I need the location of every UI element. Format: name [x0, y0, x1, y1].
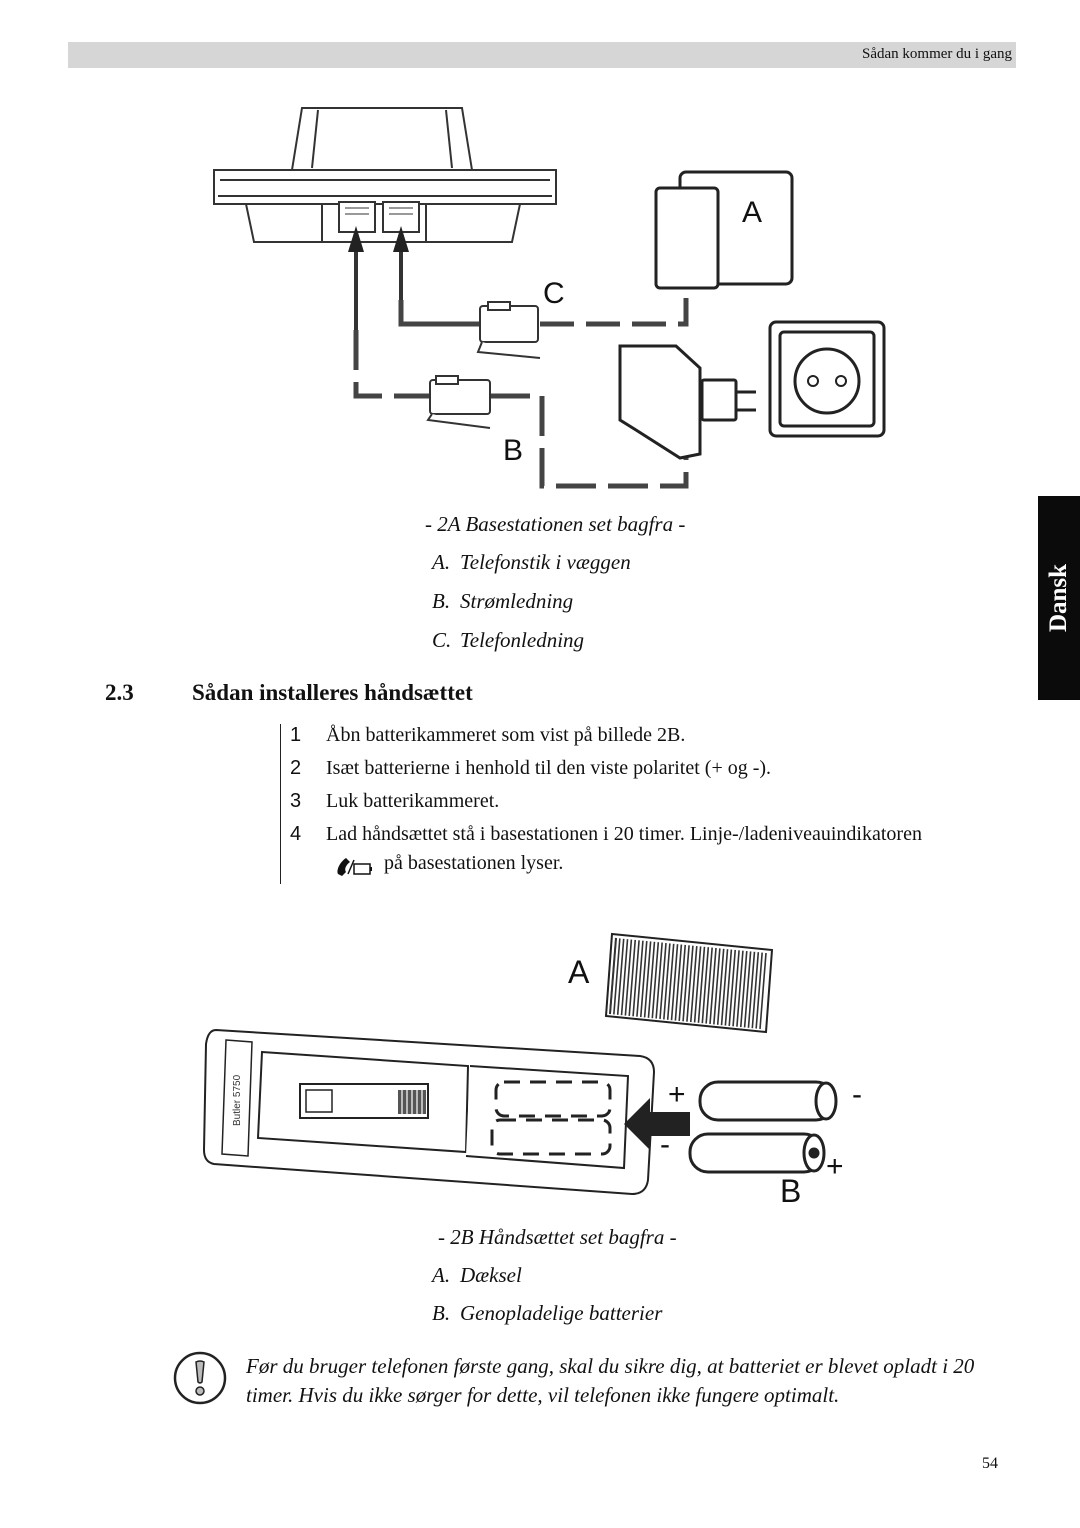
figure-2a-caption-title: - 2A Basestationen set bagfra -: [425, 512, 686, 536]
legend-letter: C.: [432, 628, 452, 652]
polarity-minus-top: -: [852, 1078, 862, 1111]
legend-text: Dæksel: [460, 1263, 522, 1287]
legend-letter: A.: [432, 550, 451, 574]
language-tab: Dansk: [1038, 496, 1080, 700]
language-tab-label: Dansk: [1045, 563, 1072, 633]
legend-letter: B.: [432, 1301, 451, 1325]
legend-text: Strømledning: [460, 589, 574, 613]
polarity-plus-bottom: +: [826, 1150, 844, 1183]
step-text: Lad håndsættet stå i basestationen i 20 …: [326, 823, 922, 845]
step-number: 1: [290, 724, 302, 746]
step-number: 2: [290, 757, 302, 779]
step-text: Luk batterikammeret.: [326, 790, 500, 812]
figure-2a-legend-item: A. Telefonstik i væggen: [432, 550, 631, 575]
figure-2a-label-a: A: [742, 196, 762, 229]
line-charge-indicator-icon: [337, 858, 372, 876]
section-title: Sådan installeres håndsættet: [192, 680, 473, 705]
step-number: 3: [290, 790, 302, 812]
step-text-continued: på basestationen lyser.: [384, 852, 564, 874]
step-number: 4: [290, 823, 302, 845]
steps-margin-rule: [280, 724, 281, 884]
running-header-title: Sådan kommer du i gang: [862, 46, 1012, 62]
figure-2a-illustration: A C B: [213, 107, 886, 489]
polarity-plus-top: +: [668, 1078, 686, 1111]
warning-note-text: Før du bruger telefonen første gang, ska…: [246, 1354, 975, 1407]
running-header-bar: Sådan kommer du i gang: [68, 42, 1016, 68]
legend-text: Telefonledning: [460, 628, 585, 652]
figure-2a-legend-item: C. Telefonledning: [432, 628, 584, 653]
section-heading: 2.3 Sådan installeres håndsættet: [105, 680, 473, 706]
section-number: 2.3: [105, 680, 134, 705]
page-number: 54: [982, 1455, 998, 1472]
legend-text: Telefonstik i væggen: [460, 550, 631, 574]
legend-letter: B.: [432, 589, 451, 613]
cover-hatching: [609, 937, 767, 1030]
exclamation-note-icon: [173, 1351, 227, 1405]
figure-2b-caption-title: - 2B Håndsættet set bagfra -: [438, 1225, 677, 1249]
figure-2b-label-a: A: [568, 954, 590, 990]
step-text: Åbn batterikammeret som vist på billede …: [326, 724, 686, 746]
figure-2b-label-b: B: [780, 1173, 801, 1209]
legend-text: Genopladelige batterier: [460, 1301, 663, 1325]
legend-letter: A.: [432, 1263, 451, 1287]
figure-2b-illustration: Butler 5750 A + - - + B: [202, 932, 862, 1209]
figure-2b-legend-item: A. Dæksel: [432, 1263, 522, 1288]
figure-2b-legend-item: B. Genopladelige batterier: [432, 1301, 662, 1326]
step-text: Isæt batterierne i henhold til den viste…: [326, 757, 772, 779]
figure-2a-label-c: C: [543, 277, 565, 310]
figure-2a-label-b: B: [503, 434, 523, 467]
polarity-minus-bottom: -: [660, 1128, 670, 1161]
handset-brand-label: Butler 5750: [232, 1074, 243, 1126]
figure-2a-legend-item: B. Strømledning: [432, 589, 573, 614]
